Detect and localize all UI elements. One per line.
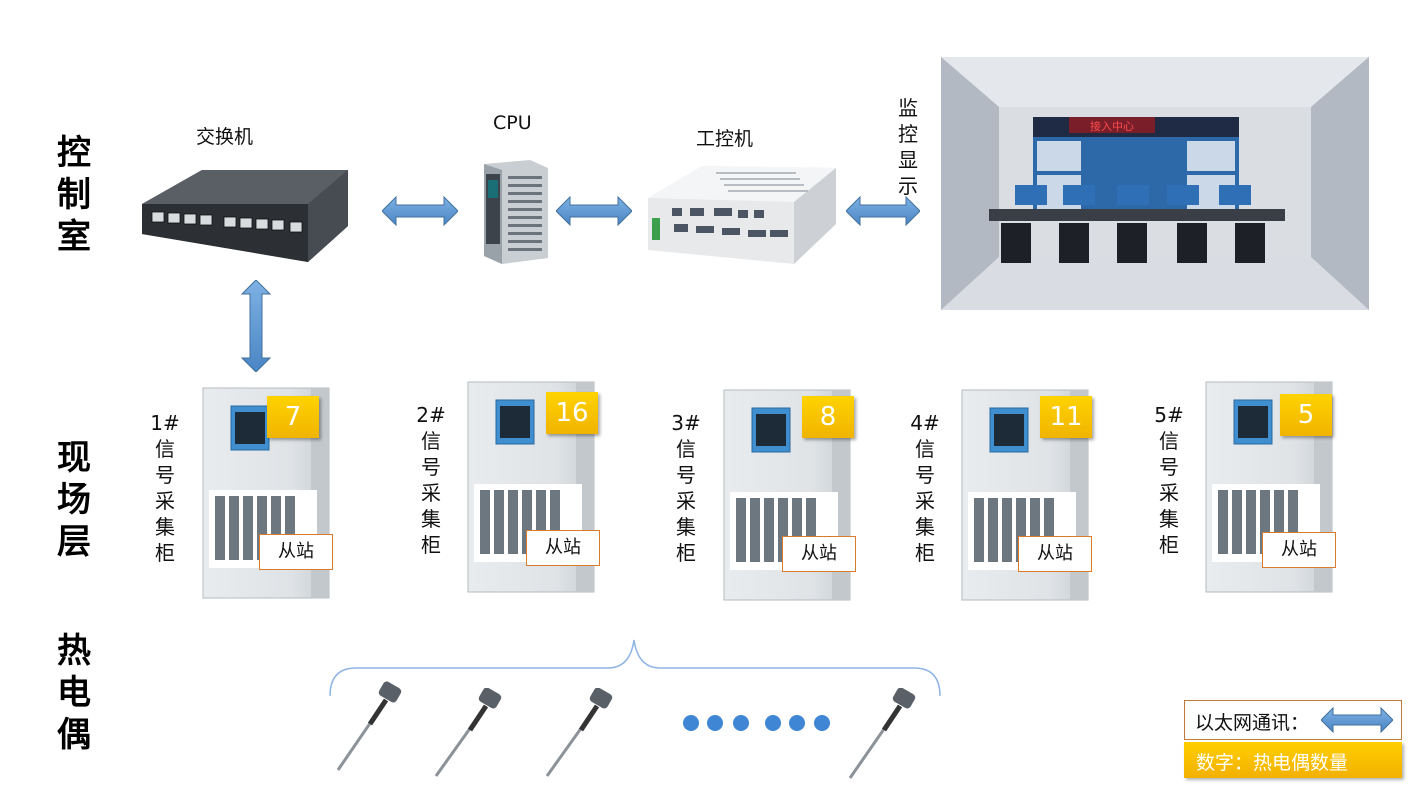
thermocouple-count-badge: 7 [267, 396, 319, 438]
layer-thermocouple-label: 热电偶 [57, 631, 91, 755]
cabinet-label-line: 信 [915, 437, 935, 461]
cpu-module [484, 160, 548, 264]
cabinet-label-line: 集 [1159, 507, 1179, 531]
industrial-pc [648, 166, 836, 264]
switch-label: 交换机 [196, 126, 254, 148]
monitoring-room-banner: 接入中心 [1090, 120, 1134, 133]
cabinet-label-line: 号 [421, 455, 441, 479]
slave-station-label: 从站 [1262, 532, 1336, 568]
cabinet-label-line: 柜 [915, 541, 935, 565]
cabinet-label-line: 采 [915, 489, 935, 513]
legend-count: 数字：热电偶数量 [1184, 742, 1402, 778]
cabinet-label-line: 1# [150, 411, 180, 435]
ipc-label: 工控机 [696, 128, 754, 150]
cabinet-label-line: 柜 [155, 541, 175, 565]
cabinet-label-line: 集 [155, 515, 175, 539]
cabinet-label-line: 柜 [1159, 533, 1179, 557]
thermocouple-3 [545, 688, 613, 777]
cabinet-label-line: 号 [676, 463, 696, 487]
cabinet-label-line: 2# [416, 403, 446, 427]
cabinet-label-line: 4# [910, 411, 940, 435]
ellipsis-dot [789, 715, 805, 731]
cabinet-label-4: 4#信号采集柜 [910, 410, 940, 566]
cabinet-label-line: 集 [915, 515, 935, 539]
monitor-label: 监控显示 [898, 96, 918, 198]
cabinet-label-line: 柜 [421, 533, 441, 557]
ellipsis-dot [707, 715, 723, 731]
thermocouple-count-badge: 8 [802, 396, 854, 438]
cabinet-label-line: 集 [676, 515, 696, 539]
arrow-cpu-ipc [556, 196, 632, 226]
slave-station-label: 从站 [259, 534, 333, 570]
thermocouple-2 [434, 688, 502, 777]
thermocouple-brace [329, 639, 941, 697]
cabinet-label-2: 2#信号采集柜 [416, 402, 446, 558]
ellipsis-dot [814, 715, 830, 731]
monitoring-room-image: 接入中心 [941, 57, 1369, 310]
slave-station-label: 从站 [1018, 536, 1092, 572]
cabinet-label-line: 柜 [676, 541, 696, 565]
cabinet-label-line: 集 [421, 507, 441, 531]
ellipsis-dot [733, 715, 749, 731]
ellipsis-dot [765, 715, 781, 731]
layer-control-label: 控制室 [57, 133, 91, 257]
cabinet-label-line: 信 [155, 437, 175, 461]
cabinet-label-line: 信 [421, 429, 441, 453]
cabinet-label-line: 采 [676, 489, 696, 513]
slave-station-label: 从站 [782, 536, 856, 572]
slave-station-label: 从站 [526, 530, 600, 566]
cabinet-label-line: 号 [155, 463, 175, 487]
legend-ethernet: 以太网通讯： [1184, 700, 1402, 740]
arrow-switch-cpu [382, 196, 458, 226]
thermocouple-4 [848, 688, 916, 779]
cabinet-label-line: 信 [1159, 429, 1179, 453]
cabinet-label-line: 3# [671, 411, 701, 435]
cabinet-label-line: 采 [1159, 481, 1179, 505]
cabinet-label-line: 信 [676, 437, 696, 461]
cabinet-label-line: 5# [1154, 403, 1184, 427]
cabinet-label-3: 3#信号采集柜 [671, 410, 701, 566]
ellipsis-dot [683, 715, 699, 731]
cabinet-label-line: 采 [421, 481, 441, 505]
thermocouple-1 [336, 681, 402, 771]
cpu-label: CPU [493, 112, 532, 134]
network-switch [142, 170, 348, 262]
thermocouple-count-badge: 16 [546, 392, 598, 434]
cabinet-label-line: 号 [1159, 455, 1179, 479]
arrow-switch-field [241, 280, 271, 372]
legend-count-label: 数字：热电偶数量 [1196, 752, 1349, 774]
thermocouple-count-badge: 5 [1280, 394, 1332, 436]
legend-arrow-icon [1321, 707, 1393, 733]
legend-ethernet-label: 以太网通讯： [1195, 712, 1310, 734]
layer-field-label: 现场层 [57, 438, 91, 562]
thermocouple-count-badge: 11 [1040, 396, 1092, 438]
arrow-ipc-monitor [846, 196, 920, 226]
cabinet-label-5: 5#信号采集柜 [1154, 402, 1184, 558]
cabinet-label-line: 采 [155, 489, 175, 513]
cabinet-label-1: 1#信号采集柜 [150, 410, 180, 566]
cabinet-label-line: 号 [915, 463, 935, 487]
